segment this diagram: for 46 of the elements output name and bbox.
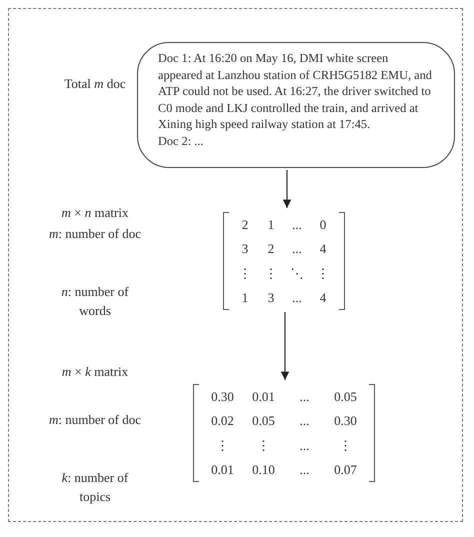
matrix-cell-text: 2 (266, 242, 276, 256)
matrix-cell-text: ⋮ (215, 438, 230, 452)
matrix-cell-text: ... (291, 291, 303, 304)
matrix-cell-text: 0.30 (333, 414, 358, 428)
matrix-cell-text: 0.07 (333, 463, 358, 476)
matrix-cell-text: 0.10 (251, 463, 276, 476)
matrix-cell-text: ⋮ (316, 266, 330, 280)
matrix-cell-text: 1 (240, 291, 250, 304)
matrix-cell-text: 0 (318, 218, 328, 231)
row-label: Total m doc (63, 75, 127, 93)
matrix-cell-text: 4 (318, 291, 328, 304)
matrix-cell-text: 0.30 (210, 390, 235, 403)
matrix-cell-text: ... (291, 218, 303, 231)
arrow (282, 170, 292, 208)
matrix-cell-text: ⋮ (238, 266, 252, 280)
row-label: k: number of topics (60, 469, 130, 506)
matrix-cell-text: 0.01 (210, 463, 235, 476)
matrix-cell-text: ... (298, 463, 310, 476)
row-label: m: number of doc (48, 225, 142, 243)
matrix-cell-text: ... (291, 242, 303, 256)
matrix-cell-text: 0.05 (333, 390, 358, 403)
matrix-cell-text: 1 (266, 218, 276, 231)
row-label: m: number of doc (48, 411, 142, 429)
row-label: m × k matrix (60, 363, 130, 381)
matrix-cell-text: ... (298, 390, 310, 403)
arrow (280, 312, 290, 380)
matrix-cell-text: 2 (240, 218, 250, 231)
row-label: n: number of words (60, 283, 130, 320)
matrix-cell-text: 0.05 (251, 414, 276, 428)
matrix-cell-text: ... (298, 438, 310, 452)
matrix-cell-text: 4 (318, 242, 328, 256)
matrix-cell-text: ⋱ (290, 266, 304, 280)
matrix-cell-text: ⋮ (256, 438, 271, 452)
matrix-cell-text: 0.01 (251, 390, 276, 403)
row-label: m × n matrix (60, 204, 130, 222)
matrix-cell-text: 3 (240, 242, 250, 256)
matrix-cell-text: 0.02 (210, 414, 235, 428)
matrix (223, 212, 345, 310)
matrix-cell-text: 3 (266, 291, 276, 304)
matrix-cell-text: ... (298, 414, 310, 428)
matrix-cell-text: ⋮ (338, 438, 353, 452)
matrix-cell-text: ⋮ (264, 266, 278, 280)
document-box (137, 42, 455, 168)
document-text: Doc 2: ... (158, 132, 204, 149)
document-text: Doc 1: At 16:20 on May 16, DMI white screen appeared at Lanzhou station of CRH5G5182 EMU, and ATP could not be used. At 16:27, the driver switched to C0 mode and LKJ controlled the train, and arrived at Xining high speed railway station at 17:45. (158, 50, 433, 132)
matrix (193, 384, 375, 482)
